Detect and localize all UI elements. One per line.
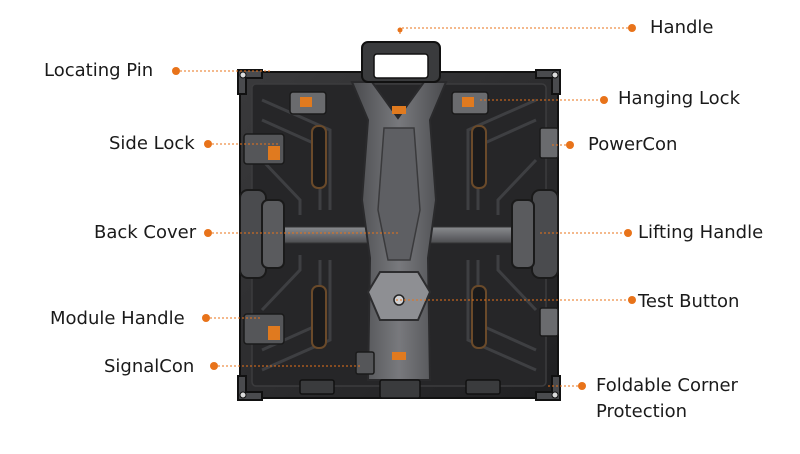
spine-ridge — [377, 127, 421, 261]
right-lifting-handle — [511, 189, 559, 279]
callout-dots — [172, 24, 636, 390]
top-carry-handle — [361, 41, 441, 83]
callout-side-lock: Side Lock — [109, 133, 195, 154]
callout-foldable-corner-line1: Foldable Corner — [596, 375, 738, 396]
left-side-locks — [243, 133, 285, 345]
right-lower-latch — [539, 307, 559, 337]
orange-clip-top — [392, 106, 406, 114]
module-vents — [311, 125, 487, 349]
callout-locating-pin: Locating Pin — [44, 60, 154, 81]
left-lifting-handle — [239, 189, 285, 279]
callout-hanging-lock: Hanging Lock — [618, 88, 741, 109]
callout-foldable-corner-line2: Protection — [596, 401, 688, 422]
callout-handle: Handle — [650, 17, 714, 38]
hanging-locks — [289, 91, 489, 115]
callout-module-handle: Module Handle — [50, 308, 185, 329]
callout-back-cover: Back Cover — [94, 222, 197, 243]
callout-test-button: Test Button — [638, 291, 740, 312]
callout-signalcon: SignalCon — [104, 356, 195, 377]
callout-powercon: PowerCon — [588, 134, 678, 155]
orange-clip-bottom — [392, 352, 406, 360]
powercon-port — [539, 127, 559, 159]
bottom-feet — [299, 379, 501, 399]
corner-pins — [239, 71, 559, 399]
callout-lifting-handle: Lifting Handle — [638, 222, 764, 243]
signalcon-port — [355, 351, 375, 375]
test-button — [393, 294, 405, 306]
